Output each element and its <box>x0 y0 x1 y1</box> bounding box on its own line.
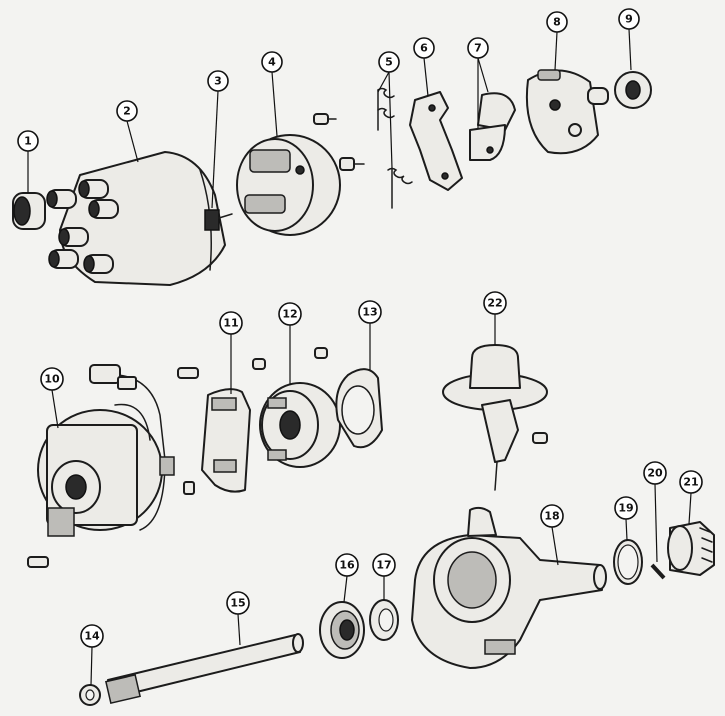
part-19-o-ring <box>613 539 643 585</box>
callout-label-14: 14 <box>84 630 100 643</box>
callout-22: 22 <box>483 291 507 315</box>
part-14-washer <box>79 684 101 706</box>
callout-label-3: 3 <box>214 75 222 88</box>
part-15-distributor-shaft <box>105 633 304 704</box>
callout-4: 4 <box>261 51 283 73</box>
callout-label-22: 22 <box>487 297 502 310</box>
callout-label-16: 16 <box>339 559 355 572</box>
callout-16: 16 <box>335 553 359 577</box>
callout-11: 11 <box>219 311 243 335</box>
part-16-bearing <box>319 601 365 659</box>
part-7-advance-weights <box>469 92 516 161</box>
callout-label-19: 19 <box>618 502 633 515</box>
part-20-pin <box>650 563 666 580</box>
callout-18: 18 <box>540 504 564 528</box>
part-1-boot <box>12 192 46 230</box>
callout-label-4: 4 <box>268 56 276 69</box>
leader-lines <box>27 28 692 686</box>
callout-14: 14 <box>80 624 104 648</box>
callout-15: 15 <box>226 591 250 615</box>
part-6-weight-plate <box>409 91 463 191</box>
callout-label-17: 17 <box>376 559 391 572</box>
callout-12: 12 <box>278 302 302 326</box>
callout-label-6: 6 <box>420 42 428 55</box>
screws-middle <box>252 347 328 370</box>
part-11-signal-generator <box>201 388 251 493</box>
part-8-governor-plate <box>525 69 609 155</box>
part-9-retaining-ring <box>614 71 652 109</box>
part-17-seal <box>369 599 399 641</box>
callout-label-11: 11 <box>223 317 238 330</box>
callout-label-9: 9 <box>625 13 633 26</box>
screws-lower-left <box>27 367 199 568</box>
callout-13: 13 <box>358 300 382 324</box>
callout-label-8: 8 <box>553 16 561 29</box>
part-13-gasket <box>335 368 383 449</box>
callout-6: 6 <box>413 37 435 59</box>
callout-3: 3 <box>207 70 229 92</box>
part-5-advance-springs <box>377 87 413 209</box>
callout-label-2: 2 <box>123 105 131 118</box>
callout-label-13: 13 <box>362 306 377 319</box>
part-4-rotor <box>236 134 341 236</box>
callout-19: 19 <box>614 496 638 520</box>
callout-label-12: 12 <box>282 308 297 321</box>
callout-label-1: 1 <box>24 135 32 148</box>
callout-label-18: 18 <box>544 510 559 523</box>
part-22-vacuum-advance-unit <box>442 344 548 491</box>
callout-5: 5 <box>378 51 400 73</box>
callout-1: 1 <box>17 130 39 152</box>
part-2-distributor-cap <box>46 151 226 286</box>
callout-9: 9 <box>618 8 640 30</box>
callout-10: 10 <box>40 367 64 391</box>
part-12-breaker-plate <box>259 382 341 468</box>
callout-8: 8 <box>546 11 568 33</box>
callout-7: 7 <box>467 37 489 59</box>
part-18-distributor-housing <box>411 506 607 669</box>
screws-upper <box>313 113 365 171</box>
part-21-drive-gear <box>667 521 715 576</box>
part-3-cap-clip <box>204 209 233 231</box>
callout-label-20: 20 <box>647 467 663 480</box>
callout-label-15: 15 <box>230 597 245 610</box>
callout-label-21: 21 <box>683 476 698 489</box>
callout-20: 20 <box>643 461 667 485</box>
callout-2: 2 <box>116 100 138 122</box>
callout-label-7: 7 <box>474 42 482 55</box>
part-10-pickup-coil-assembly <box>37 364 175 537</box>
callout-21: 21 <box>679 470 703 494</box>
callout-17: 17 <box>372 553 396 577</box>
callout-label-5: 5 <box>385 56 393 69</box>
callout-label-10: 10 <box>44 373 60 386</box>
